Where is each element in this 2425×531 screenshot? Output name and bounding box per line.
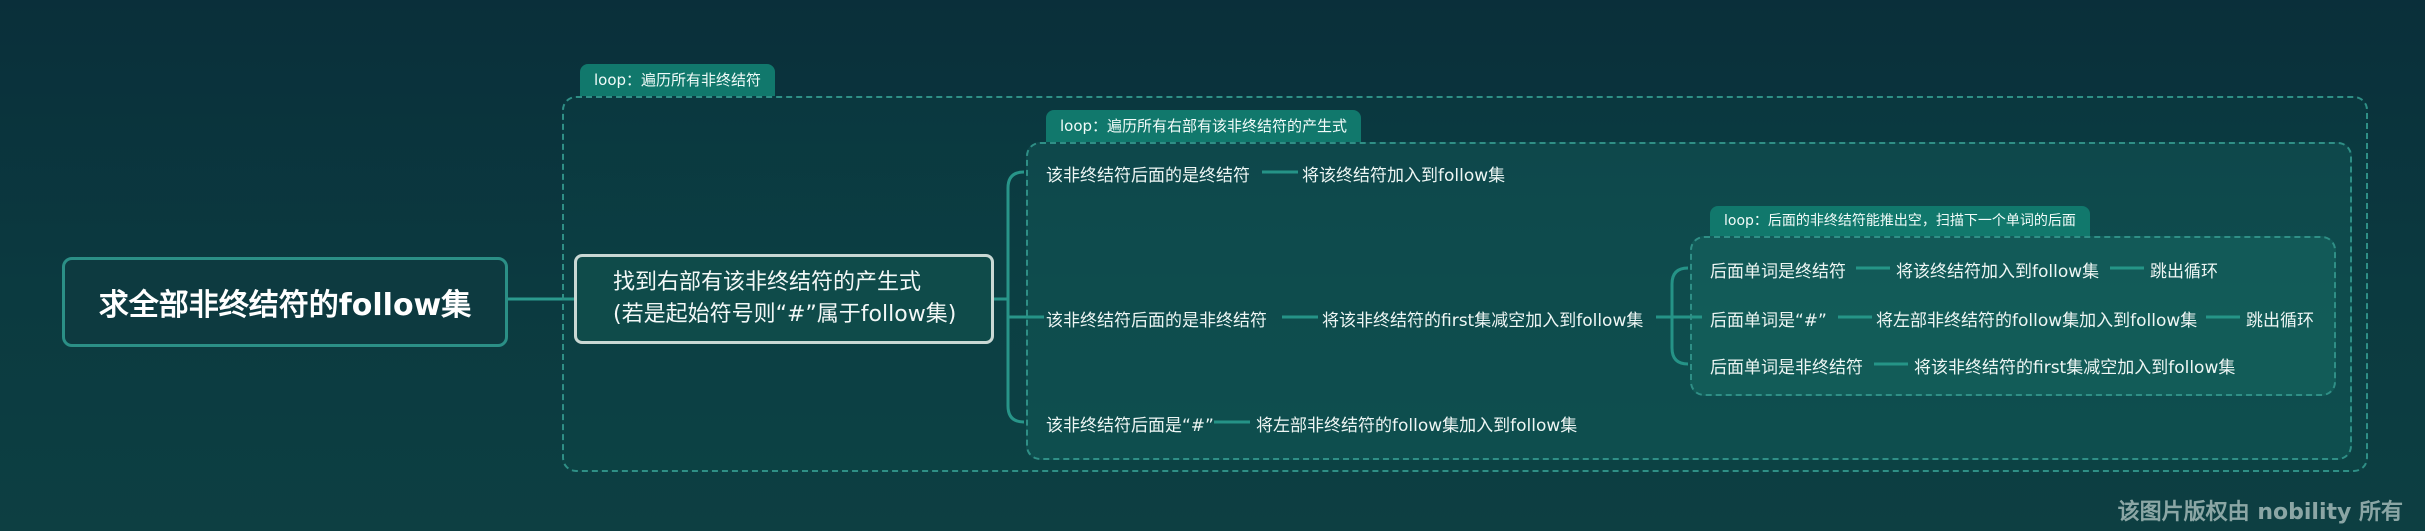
sub-1-condition: 后面单词是终结符 <box>1710 262 1846 282</box>
sub-3-condition: 后面单词是非终结符 <box>1710 358 1863 378</box>
production-node: 找到右部有该非终结符的产生式 (若是起始符号则“#”属于follow集) <box>574 254 994 344</box>
loop-tab-outer: loop：遍历所有非终结符 <box>580 64 776 96</box>
sub-3-action: 将该非终结符的first集减空加入到follow集 <box>1914 358 2236 378</box>
branch-3-condition: 该非终结符后面是“#” <box>1046 416 1214 436</box>
sub-2-condition: 后面单词是“#” <box>1710 311 1827 331</box>
sub-2-result: 跳出循环 <box>2246 311 2314 331</box>
sub-1-action: 将该终结符加入到follow集 <box>1896 262 2100 282</box>
loop-frame-inner <box>1026 142 2352 460</box>
production-node-line1: 找到右部有该非终结符的产生式 <box>613 270 922 295</box>
branch-2-condition: 该非终结符后面的是非终结符 <box>1046 311 1267 331</box>
sub-1-result: 跳出循环 <box>2150 262 2218 282</box>
loop-tab-inner: loop：遍历所有右部有该非终结符的产生式 <box>1046 110 1362 142</box>
branch-1-condition: 该非终结符后面的是终结符 <box>1046 166 1250 186</box>
branch-2-action: 将该非终结符的first集减空加入到follow集 <box>1322 311 1644 331</box>
branch-1-action: 将该终结符加入到follow集 <box>1302 166 1506 186</box>
sub-2-action: 将左部非终结符的follow集加入到follow集 <box>1876 311 2198 331</box>
branch-3-action: 将左部非终结符的follow集加入到follow集 <box>1256 416 1578 436</box>
loop-tab-innermost: loop：后面的非终结符能推出空，扫描下一个单词的后面 <box>1710 206 2090 236</box>
production-node-line2: (若是起始符号则“#”属于follow集) <box>613 302 957 327</box>
connector-branch-trunk <box>1006 170 1025 424</box>
root-node: 求全部非终结符的follow集 <box>62 257 508 347</box>
loop-frame-innermost <box>1690 236 2336 396</box>
watermark: 该图片版权由 nobility 所有 <box>2117 500 2403 525</box>
